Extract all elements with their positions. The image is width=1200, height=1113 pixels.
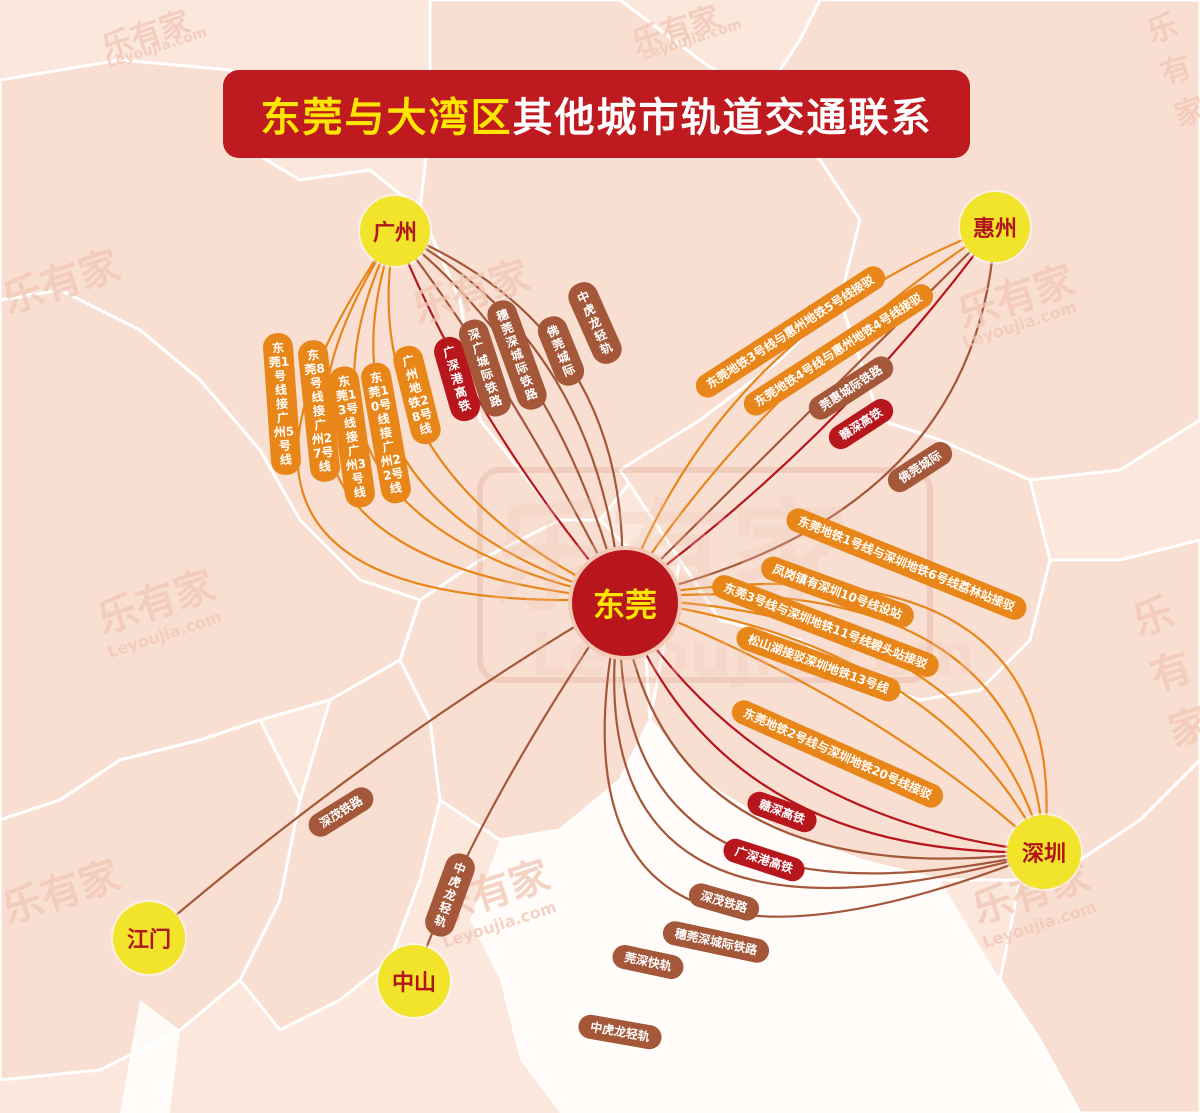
- rail-curve-shenzhen: [618, 598, 1045, 875]
- rail-curve-shenzhen: [603, 598, 1045, 918]
- rail-curve-jiangmen: [148, 598, 622, 939]
- rail-curve-guangzhou: [296, 230, 622, 602]
- rail-curve-shenzhen: [613, 598, 1045, 890]
